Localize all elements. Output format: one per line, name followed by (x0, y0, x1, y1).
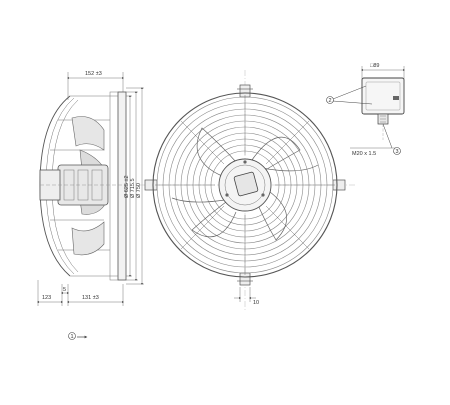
side-view: 152 ±3 (37, 71, 144, 306)
dim-box-89: □89 (370, 63, 379, 69)
dim-bottom-123: 123 (42, 295, 51, 301)
fan-blades (171, 127, 319, 241)
dim-d-inner: Ø 625 ±2 (124, 175, 130, 198)
callout-3-label: 3 (396, 149, 399, 155)
terminal-box-detail: □89 2 M20 x 1.5 3 (326, 63, 405, 157)
callout-2-label: 2 (329, 98, 332, 104)
guard-spokes (155, 95, 335, 275)
callout-1: 1 (68, 332, 88, 340)
dim-bottom-5: 5 (63, 287, 66, 293)
callout-1-label: 1 (71, 334, 74, 340)
dim-d-mid: Ø 715.5 (130, 178, 136, 198)
front-view: 10 (140, 70, 355, 310)
dim-d-outer: Ø 750 (136, 183, 142, 198)
dim-front-10: 10 (253, 300, 259, 306)
dim-bottom-131: 131 ±3 (82, 295, 99, 301)
dim-thread: M20 x 1.5 (352, 151, 376, 157)
dim-top-width: 152 ±3 (85, 71, 102, 77)
